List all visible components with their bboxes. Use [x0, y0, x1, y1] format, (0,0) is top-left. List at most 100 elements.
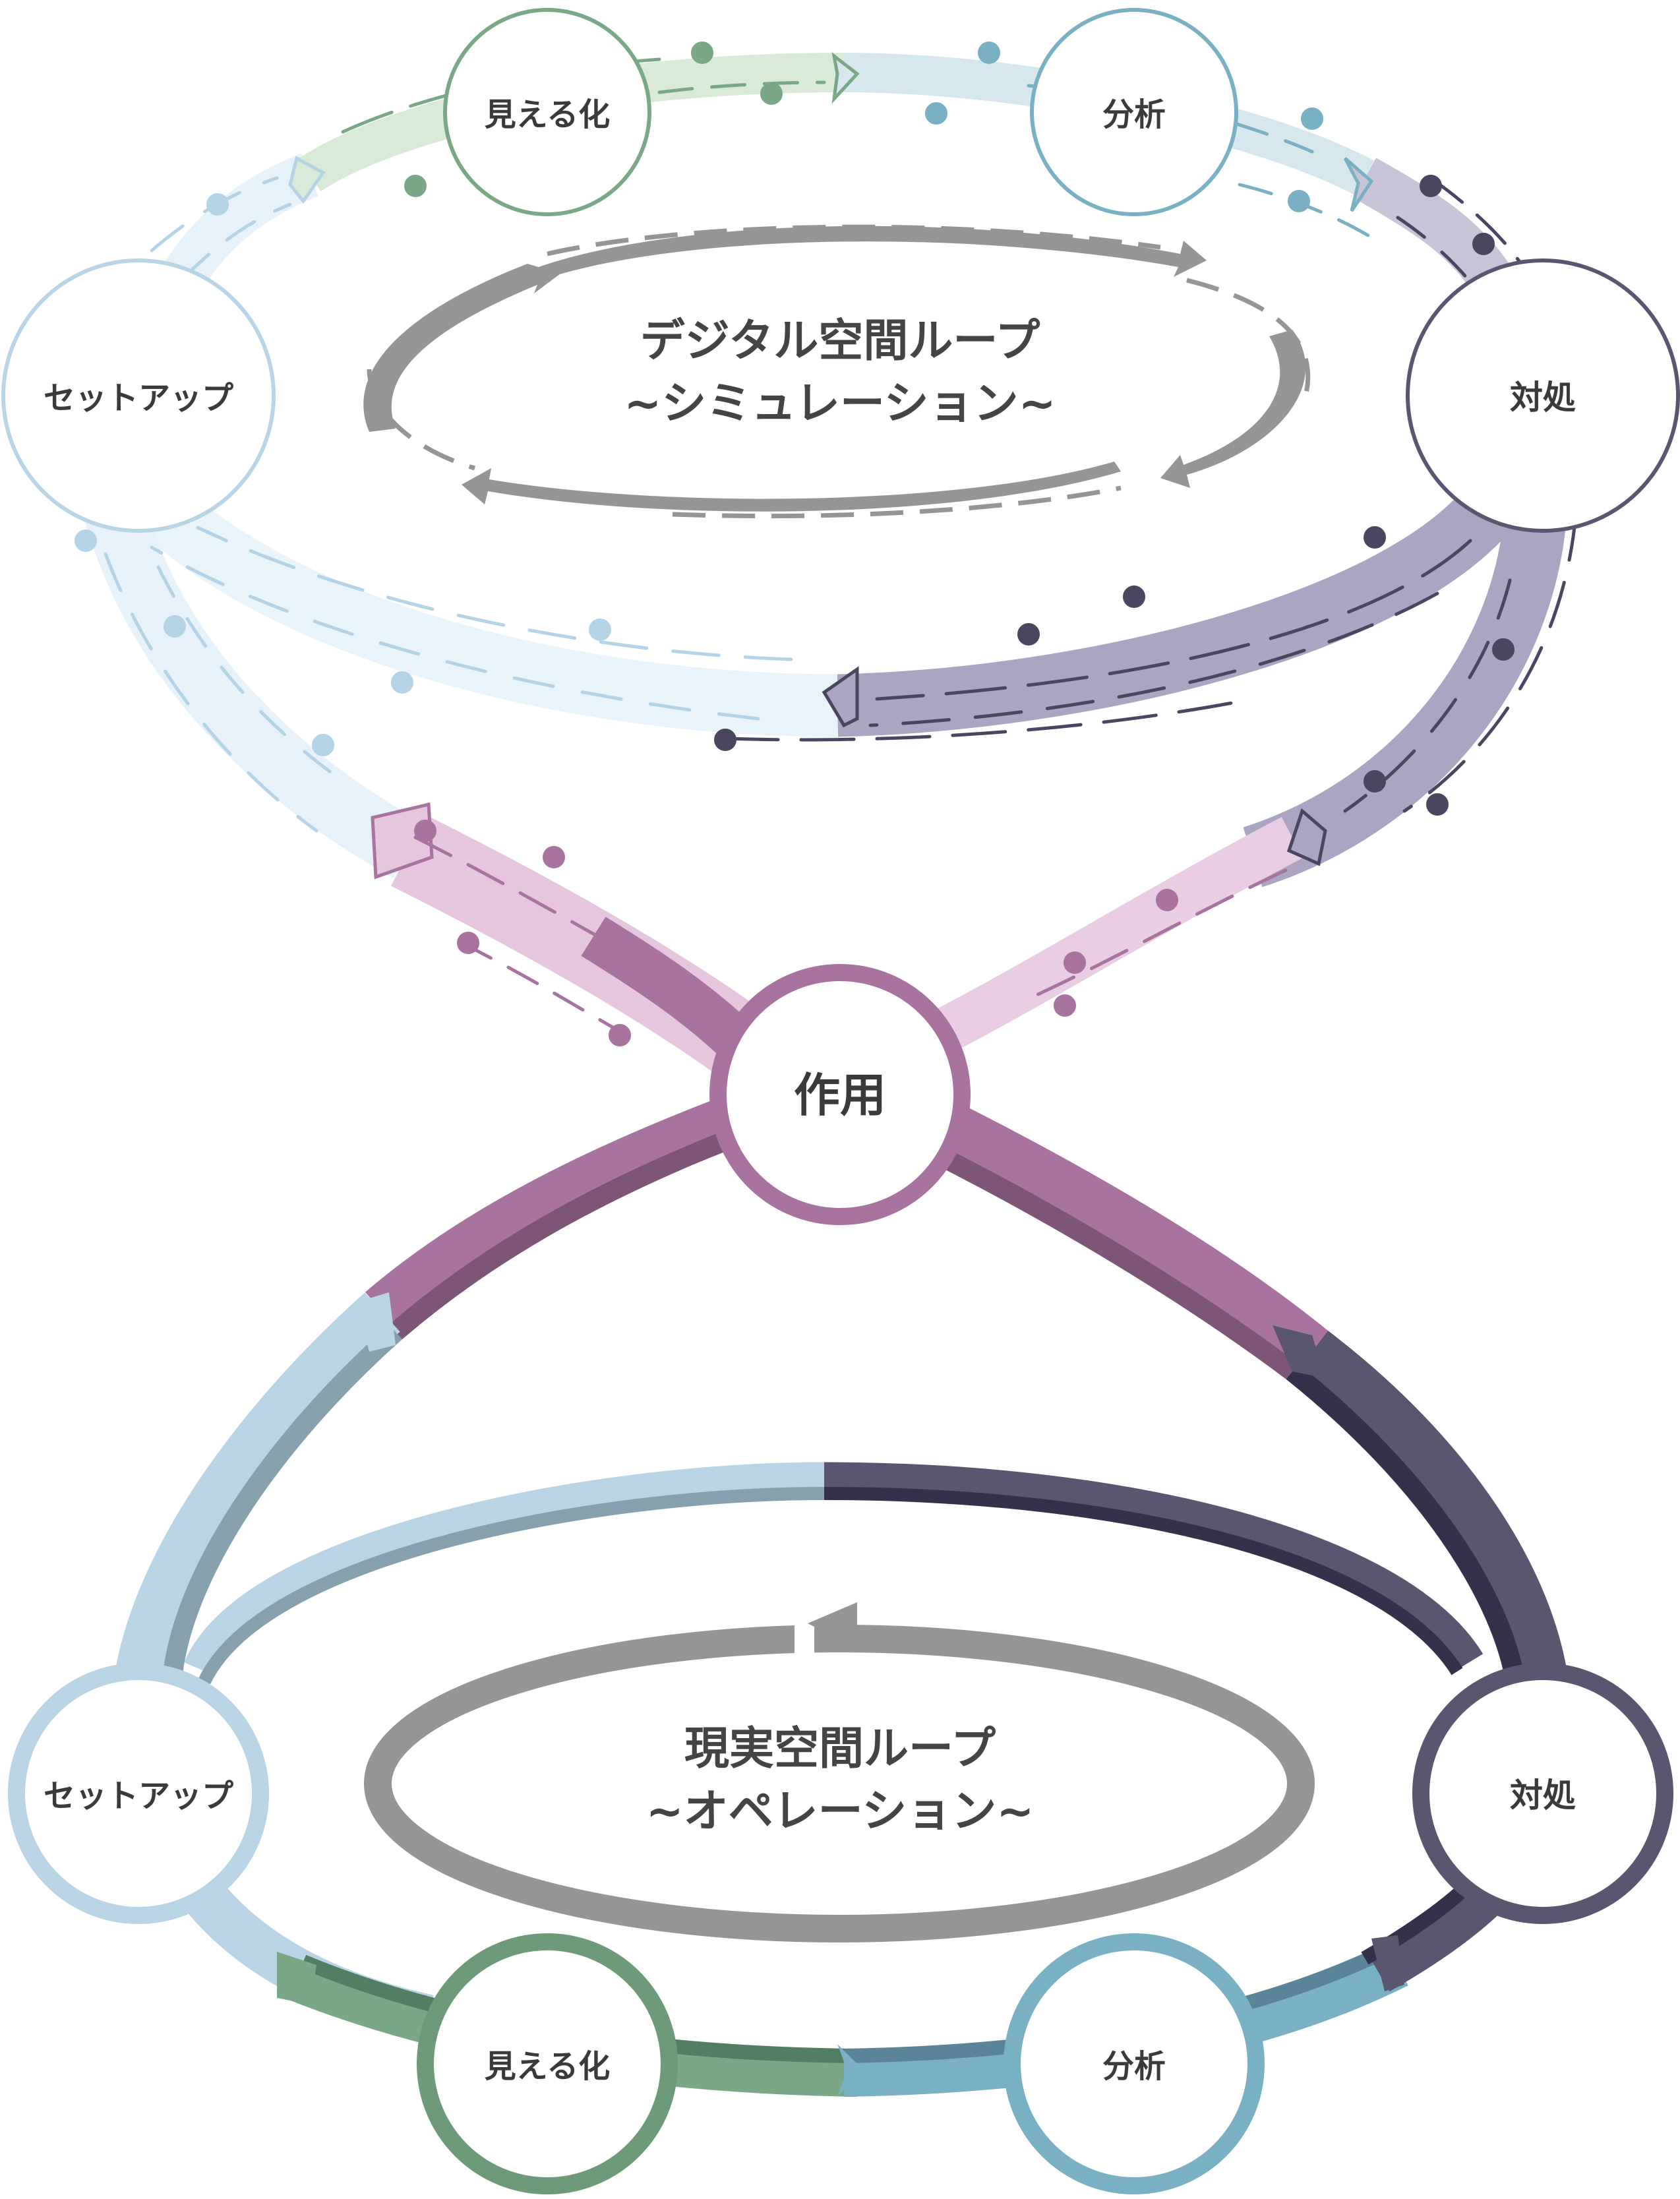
digital-loop: デジタル空間ループ ~シミュレーション~ [75, 42, 1578, 1074]
real-band-respond-right-shade [1286, 1364, 1526, 1690]
dot [1123, 586, 1145, 608]
dot [714, 729, 736, 751]
dot [1017, 623, 1040, 646]
digital-node-analyze-label: 分析 [1102, 96, 1166, 133]
digital-band-respond-bottom [836, 460, 1539, 737]
dot [1364, 526, 1386, 549]
real-band-back-right-shade [824, 1487, 1463, 1675]
digital-node-respond: 対処 [1406, 258, 1680, 533]
dot [543, 846, 565, 868]
dash-bottom [672, 485, 1122, 519]
streak-10 [868, 591, 1439, 727]
digital-cycle-arrow-left [363, 264, 560, 432]
dot [457, 932, 479, 954]
dot [391, 671, 413, 694]
digital-band-act-right [913, 816, 1304, 1063]
streak-16 [1402, 512, 1578, 813]
real-node-visualize: 見える化 [417, 1933, 678, 2194]
streak-20 [460, 941, 628, 1037]
dot [312, 734, 334, 756]
streak-14 [104, 552, 318, 833]
digital-band-respond-top [1354, 158, 1510, 290]
streak-9 [875, 539, 1472, 701]
dot-group-visualize [404, 42, 783, 197]
real-band-back-left-shade [198, 1487, 825, 1685]
dot [691, 42, 713, 64]
real-cycle-arrow [364, 1602, 1315, 1943]
dot [589, 618, 611, 641]
real-arrowhead-act-right [1273, 1325, 1325, 1378]
dash-right [1186, 278, 1311, 396]
real-node-setup-label: セットアップ [44, 1778, 233, 1815]
dot [925, 102, 947, 125]
real-band-act-right [924, 1097, 1329, 1373]
real-loop: 現実空間ループ ~オペレーション~ [112, 1096, 1572, 2097]
real-band-act-left-shade [389, 1131, 729, 1340]
dot [1301, 107, 1323, 130]
digital-dots [75, 42, 1515, 1046]
streak-17 [1343, 578, 1512, 813]
digital-arrowhead-setup [288, 156, 326, 204]
dot [164, 615, 186, 638]
dot-group-respond [714, 175, 1515, 816]
digital-node-visualize: 見える化 [443, 8, 651, 216]
streak-6 [1238, 183, 1373, 239]
real-band-act-left [365, 1096, 742, 1333]
real-nodes: セットアップ 対処 見える化 分析 [8, 1663, 1673, 2194]
digital-cycle-arrow-right [1160, 330, 1306, 488]
real-band-back-left [184, 1462, 825, 1675]
real-band-setup-left [112, 1292, 400, 1698]
digital-cycle-arrows [363, 226, 1306, 512]
dot [1492, 638, 1515, 661]
streak-2 [183, 202, 292, 279]
streak-12 [196, 526, 793, 661]
real-node-analyze: 分析 [1004, 1933, 1265, 2194]
digital-node-analyze: 分析 [1030, 8, 1238, 216]
dot-group-act [414, 820, 1178, 1046]
dot [609, 1024, 631, 1046]
dot [1364, 770, 1386, 793]
center-node: 作用 [709, 964, 971, 1225]
digital-cycle-dashes [367, 224, 1311, 519]
real-band-back-right [824, 1462, 1484, 1670]
real-band-act-right-shade [918, 1138, 1298, 1380]
digital-arrowhead-respond [822, 666, 859, 728]
real-node-setup: セットアップ [8, 1663, 269, 1924]
dot [1064, 951, 1086, 974]
real-node-visualize-label: 見える化 [485, 2048, 611, 2085]
digital-band-arrowheads [288, 52, 1374, 880]
digital-loop-bands [81, 53, 1568, 1074]
real-arrowhead-setup [277, 1952, 316, 2004]
dot [978, 42, 1000, 64]
digital-cycle-arrow-top [521, 226, 1207, 285]
real-cycle-ring-gap [795, 1619, 814, 1658]
dot [760, 82, 783, 105]
dash-left [367, 369, 476, 471]
dash-top [547, 224, 1161, 256]
streak-15 [156, 565, 332, 773]
dot [206, 193, 229, 216]
dot [1426, 793, 1449, 816]
real-band-arrowheads [277, 1292, 1404, 2097]
streak-4 [657, 80, 826, 94]
digital-nodes: 見える化 分析 対処 セットアップ [1, 8, 1680, 533]
digital-arrowhead-setup-act [371, 802, 434, 880]
digital-cycle-arrow-bottom [462, 462, 1121, 512]
real-node-respond: 対処 [1412, 1663, 1673, 1924]
real-cycle-ring [364, 1625, 1315, 1943]
dot [404, 175, 427, 197]
digital-node-respond-label: 対処 [1510, 378, 1576, 417]
digital-node-visualize-label: 見える化 [485, 96, 611, 133]
real-loop-title-line1: 現実空間ループ [684, 1723, 996, 1775]
dot [414, 820, 436, 842]
center-node-label: 作用 [794, 1068, 886, 1122]
digital-arrowhead-visualize [831, 52, 860, 104]
digital-node-setup: セットアップ [1, 258, 276, 533]
digital-node-setup-label: セットアップ [44, 380, 233, 417]
digital-band-setup-bottom [107, 455, 838, 737]
dot [1420, 175, 1442, 197]
dot [1054, 994, 1076, 1017]
streak-18 [1033, 868, 1288, 998]
real-node-analyze-label: 分析 [1102, 2048, 1166, 2085]
